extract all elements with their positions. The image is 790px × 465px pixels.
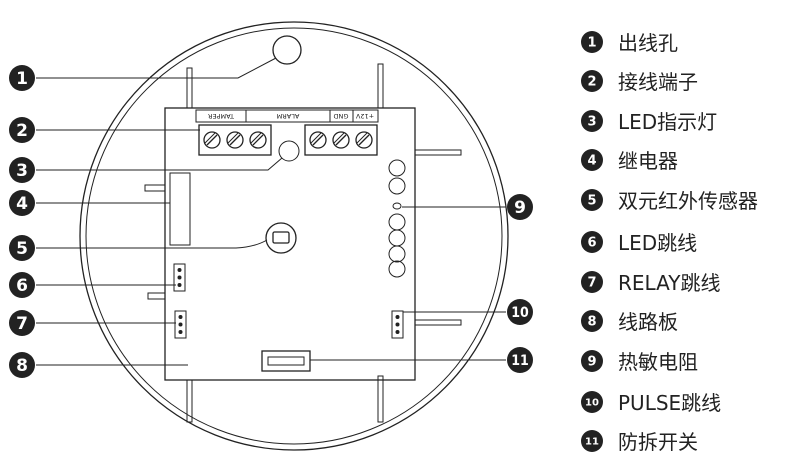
callout-6-num: 6 [16,276,28,296]
legend-num: 11 [585,437,599,448]
legend-item: 7 RELAY跳线 [581,271,720,295]
callout-9-num: 9 [514,198,526,218]
callout-5: 5 [9,235,35,261]
legend-item: 2 接线端子 [581,70,698,94]
legend-item: 4 继电器 [581,149,678,173]
cable-entry-hole [272,35,302,65]
callout-3-num: 3 [16,161,28,181]
label-gnd: GND [334,112,349,120]
callout-9: 9 [507,194,533,220]
pulse-jumper [391,310,404,339]
relay-jumper [174,310,187,339]
callout-8: 8 [9,352,35,378]
callout-3: 3 [9,157,35,183]
legend-label: PULSE跳线 [618,391,721,415]
legend-num: 4 [587,154,596,169]
callout-6: 6 [9,272,35,298]
legend-num: 6 [587,236,596,251]
callout-4: 4 [9,190,35,216]
mounting-post-top-right [377,63,384,109]
legend-label: 热敏电阻 [618,350,698,374]
callout-11: 11 [507,347,533,373]
housing-inner-ring [85,27,503,445]
terminal-label-strip: TAMPER ALARM GND +12V [195,109,379,123]
legend-label: 双元红外传感器 [618,189,758,213]
legend-item: 5 双元红外传感器 [581,189,758,213]
legend-num: 1 [587,36,596,51]
legend-num: 5 [587,194,596,209]
legend-label: LED跳线 [618,231,697,255]
callout-8-num: 8 [16,356,28,376]
terminal-block-left [198,124,272,156]
callout-1-num: 1 [16,69,28,89]
label-alarm: ALARM [277,112,300,120]
housing-outer-ring [79,21,509,451]
legend-label: RELAY跳线 [618,271,720,295]
callout-5-num: 5 [16,239,28,259]
legend-item: 6 LED跳线 [581,231,697,255]
legend-item: 9 热敏电阻 [581,350,698,374]
legend-label: 线路板 [618,310,678,334]
legend-num: 10 [585,398,599,409]
callout-10-num: 10 [511,305,529,321]
legend-num: 3 [587,115,596,130]
legend-num: 9 [587,355,596,370]
side-tab-left-lower [147,292,166,300]
label-tamper: TAMPER [207,112,235,120]
side-tab-left-upper [144,184,166,192]
callout-1: 1 [9,65,35,91]
callout-7: 7 [9,310,35,336]
mounting-post-right-upper [414,149,462,156]
relay [169,172,191,246]
thermistor-array [388,159,406,278]
mounting-post-bottom-right [377,375,384,423]
callout-2: 2 [9,117,35,143]
tamper-switch [261,350,311,372]
led-jumper [173,263,186,292]
legend-label: 接线端子 [618,70,698,94]
legend-num: 8 [587,315,596,330]
label-12v: +12V [355,112,374,120]
legend-item: 1 出线孔 [581,31,678,55]
legend-num: 2 [587,75,596,90]
legend-label: LED指示灯 [618,110,717,134]
leader-lines [36,57,506,366]
legend-num: 7 [587,276,596,291]
circuit-board [164,107,416,381]
legend-label: 继电器 [618,149,678,173]
mounting-post-top-left [186,67,193,109]
legend-item: 11 防拆开关 [581,430,698,454]
terminal-block-right [304,124,378,156]
callout-2-num: 2 [16,121,28,141]
callout-11-num: 11 [511,353,529,369]
led-indicator [278,140,300,162]
legend-item: 10 PULSE跳线 [581,391,721,415]
callout-7-num: 7 [16,314,28,334]
legend-label: 防拆开关 [618,430,698,454]
pir-sensor [265,222,297,254]
callout-4-num: 4 [16,194,28,214]
callout-10: 10 [507,299,533,325]
legend-item: 8 线路板 [581,310,678,334]
mounting-post-right-lower [414,319,462,326]
legend-label: 出线孔 [618,31,678,55]
legend-item: 3 LED指示灯 [581,110,717,134]
